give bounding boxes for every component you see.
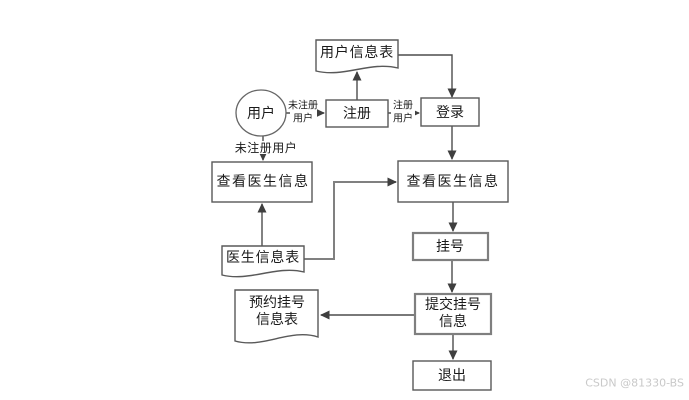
node-exit-label: 退出 bbox=[438, 368, 466, 384]
watermark-text: CSDN @81330-BS bbox=[585, 377, 684, 390]
node-appointment-info-table-shape bbox=[234, 289, 319, 344]
node-user-shape bbox=[235, 89, 287, 137]
node-submit-number-info-label-line1: 提交挂号 bbox=[425, 296, 481, 313]
node-user-label: 用户 bbox=[247, 105, 275, 122]
node-exit-shape bbox=[412, 360, 492, 391]
node-view-doctor-left-label: 查看医生信息 bbox=[217, 173, 310, 190]
node-doctor-info-table-label: 医生信息表 bbox=[226, 249, 300, 266]
node-register-shape bbox=[325, 99, 389, 128]
node-appointment-info-table-label-line2: 信息表 bbox=[256, 311, 298, 328]
node-user-info-table-label: 用户信息表 bbox=[320, 44, 394, 61]
node-submit-number-info-label-line2: 信息 bbox=[439, 313, 467, 330]
edge-user-info-table-to-login bbox=[398, 54, 457, 98]
node-submit-number-info-shape bbox=[413, 292, 493, 336]
node-view-doctor-right-shape bbox=[397, 160, 509, 203]
edge-label-user-to-view-doctor: 未注册用户 bbox=[235, 140, 298, 155]
node-view-doctor-right-label: 查看医生信息 bbox=[407, 173, 500, 190]
node-login-label: 登录 bbox=[436, 105, 464, 121]
edge-label-register-to-login-line1: 注册 bbox=[393, 99, 413, 112]
label-bg-user-to-register bbox=[290, 100, 317, 127]
node-take-number-label: 挂号 bbox=[436, 239, 464, 255]
node-register-label: 注册 bbox=[343, 106, 371, 122]
node-user-info-table-shape bbox=[315, 39, 399, 74]
label-bg-register-to-login bbox=[391, 100, 415, 127]
label-bg-user-to-view-doctor bbox=[235, 141, 297, 154]
node-take-number-shape bbox=[411, 231, 490, 262]
node-view-doctor-left-shape bbox=[211, 161, 313, 203]
node-appointment-info-table-label-line1: 预约挂号 bbox=[249, 295, 305, 311]
node-doctor-info-table-shape bbox=[221, 245, 305, 278]
edge-label-user-to-register-line1: 未注册 bbox=[288, 99, 318, 112]
node-login-shape bbox=[420, 97, 480, 127]
edge-label-user-to-register-line2: 用户 bbox=[293, 112, 313, 125]
edge-doctor-info-table-to-view-doctor-right bbox=[304, 177, 397, 260]
edge-label-register-to-login-line2: 用户 bbox=[393, 112, 413, 125]
